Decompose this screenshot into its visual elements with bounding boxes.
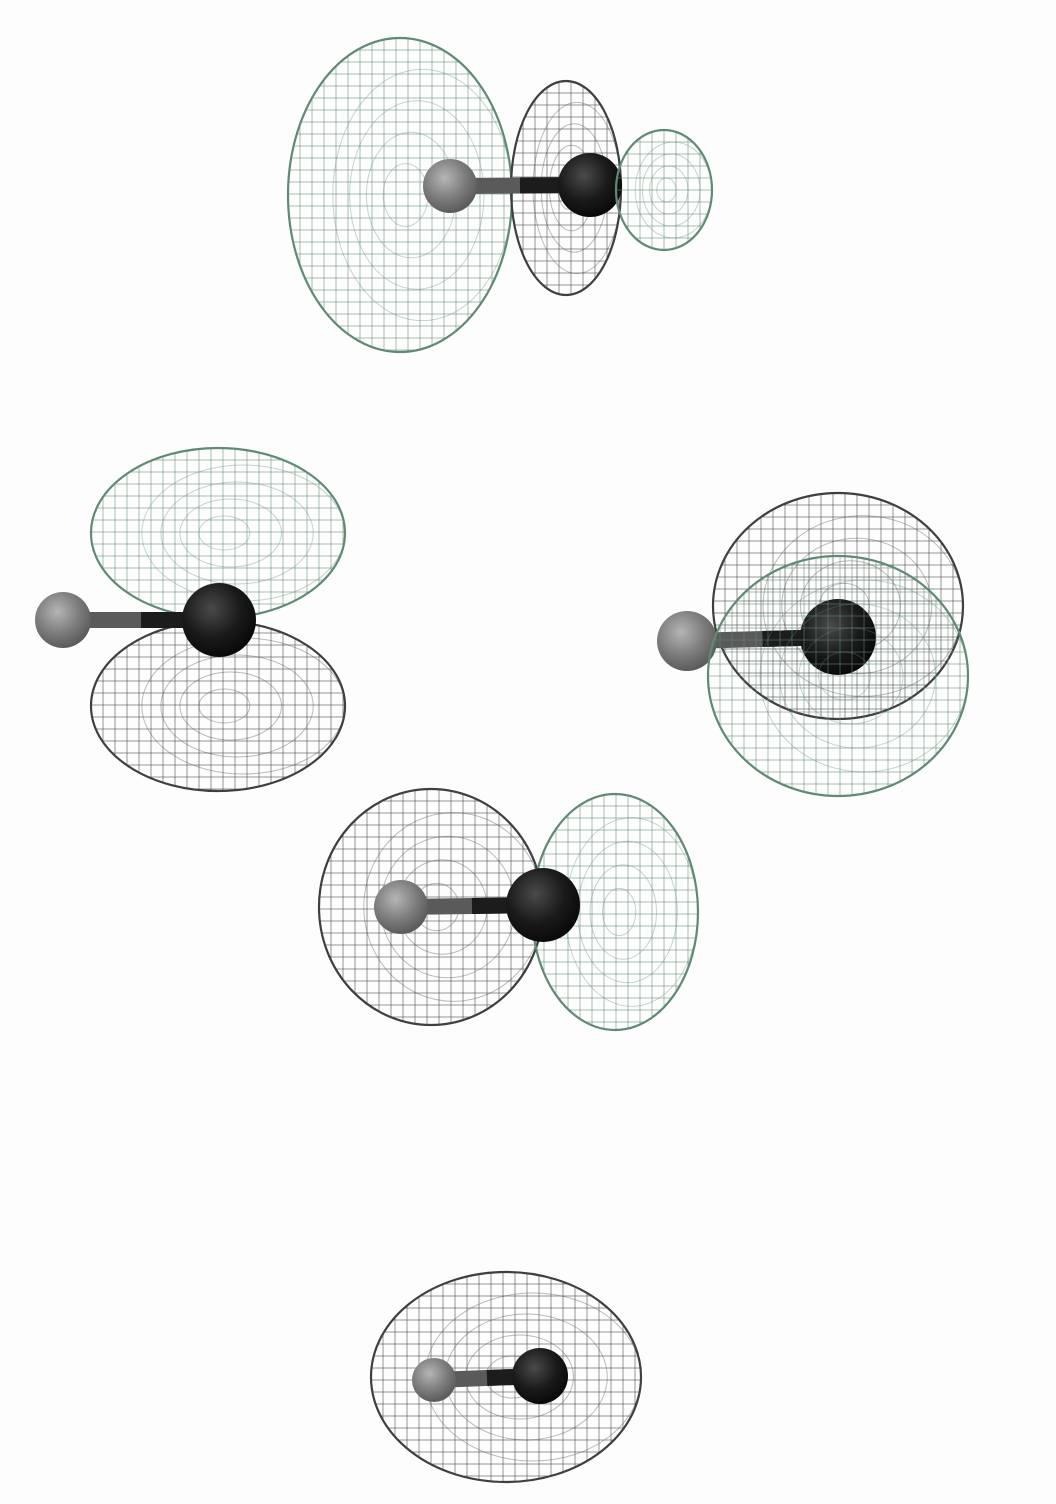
orbital-pi-right-lobe-front — [706, 554, 970, 798]
orbital-top-lobe-small — [614, 128, 714, 252]
orbital-pi-left-molecule-light-atom — [35, 592, 91, 648]
orbital-pi-right-lobe-back — [711, 491, 965, 721]
orbital-bottom — [369, 1270, 643, 1484]
orbital-pi-right-molecule-light-atom — [657, 611, 717, 671]
orbital-pi-left — [35, 446, 347, 793]
orbital-pi-right — [657, 491, 970, 798]
orbital-middle-molecule-heavy-atom — [506, 868, 580, 942]
orbital-bottom-molecule-light-atom — [412, 1358, 456, 1402]
orbital-top-lobe-large-mesh — [288, 38, 512, 352]
orbital-middle-molecule-light-atom — [374, 880, 428, 934]
orbital-layer — [35, 36, 970, 1484]
orbital-bottom-molecule-heavy-atom — [512, 1348, 568, 1404]
orbital-top — [286, 36, 714, 354]
orbital-middle — [317, 787, 700, 1032]
orbital-top-lobe-large — [286, 36, 514, 354]
orbital-pi-right-lobe-front-mesh — [708, 556, 968, 796]
orbital-top-molecule-light-atom — [423, 159, 477, 213]
orbital-top-molecule-heavy-atom — [558, 153, 622, 217]
orbital-pi-left-molecule-heavy-atom — [182, 583, 256, 657]
orbital-pi-right-molecule-heavy-atom — [800, 599, 876, 675]
orbital-bottom-lobe — [369, 1270, 643, 1484]
